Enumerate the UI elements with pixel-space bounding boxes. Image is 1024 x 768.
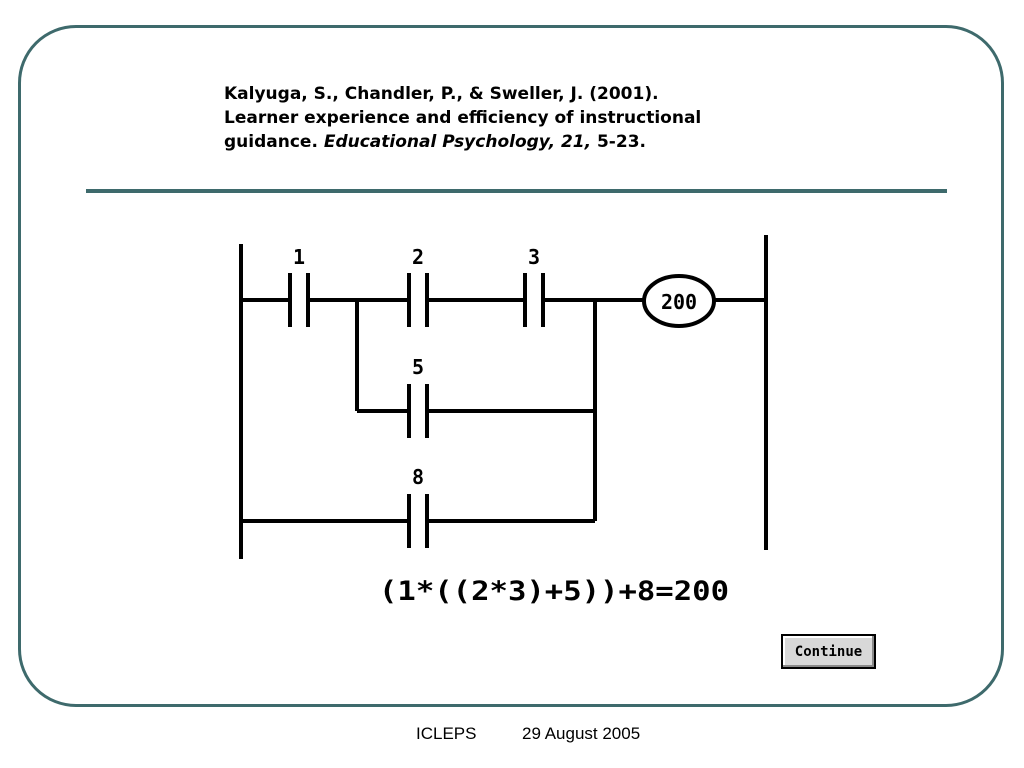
contact-3-symbol [523,273,545,327]
contact-8-symbol [407,494,429,548]
citation-journal: Educational Psychology, 21, [323,132,592,152]
contact-label-8: 8 [412,465,424,489]
contact-label-2: 2 [412,245,424,269]
contact-5-symbol [407,384,429,438]
citation-line-3: guidance. Educational Psychology, 21, 5-… [224,130,824,154]
continue-button[interactable]: Continue [781,634,876,669]
coil-label: 200 [661,290,697,314]
footer-org: ICLEPS [416,724,477,743]
contact-1-symbol [288,273,310,327]
citation-line-3-prefix: guidance. [224,132,324,152]
citation-pages: 5-23. [591,132,646,152]
contact-label-3: 3 [528,245,540,269]
contact-label-5: 5 [412,355,424,379]
citation-line-1: Kalyuga, S., Chandler, P., & Sweller, J.… [224,84,659,104]
equation: (1*((2*3)+5))+8=200 [379,576,729,607]
horizontal-divider [86,189,947,193]
citation-line-2: Learner experience and efficiency of ins… [224,108,702,128]
citation: Kalyuga, S., Chandler, P., & Sweller, J.… [224,82,824,154]
slide-frame [18,25,1004,707]
contact-label-1: 1 [293,245,305,269]
contact-2-symbol [407,273,429,327]
footer-date: 29 August 2005 [522,724,641,743]
coil-symbol [642,274,716,328]
